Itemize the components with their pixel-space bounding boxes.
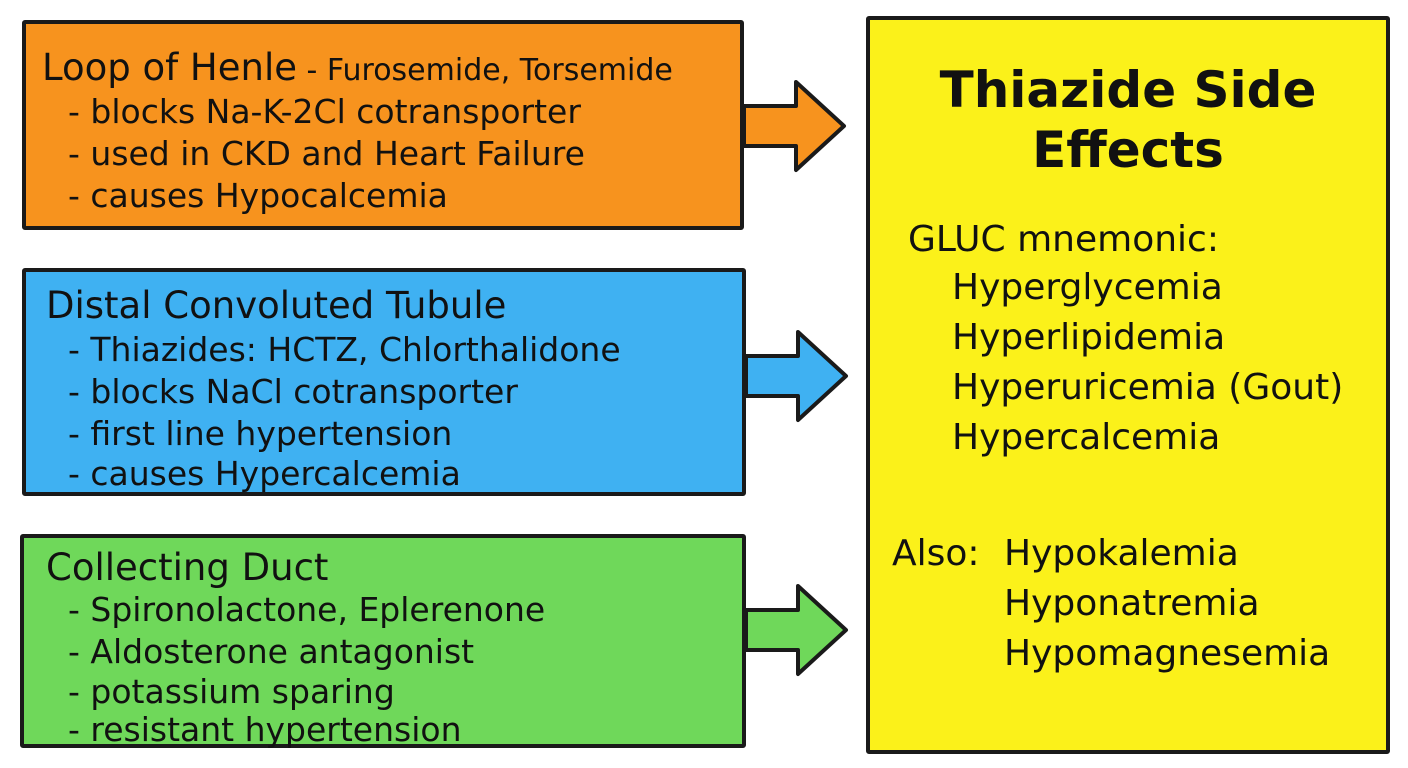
mnemonic-item-1: Hyperglycemia	[952, 267, 1223, 308]
distal-convoluted-tubule-box: Distal Convoluted Tubule - Thiazides: HC…	[22, 268, 746, 496]
cd-title: Collecting Duct	[46, 546, 329, 589]
loop-point-1: - blocks Na-K-2Cl cotransporter	[68, 92, 581, 131]
cd-point-4: - resistant hypertension	[68, 710, 462, 749]
loop-of-henle-box: Loop of Henle - Furosemide, Torsemide - …	[22, 20, 744, 230]
dct-point-3: - first line hypertension	[68, 414, 453, 453]
mnemonic-item-4: Hypercalcemia	[952, 417, 1221, 458]
loop-title: Loop of Henle - Furosemide, Torsemide	[42, 46, 673, 93]
also-item-2: Hyponatremia	[1004, 583, 1260, 624]
thiazide-title-line-1: Thiazide Side	[939, 61, 1317, 119]
loop-title-text: Loop of Henle	[42, 46, 297, 89]
thiazide-title-line-2: Effects	[1032, 121, 1224, 179]
loop-point-2: - used in CKD and Heart Failure	[68, 134, 585, 173]
collecting-duct-box: Collecting Duct - Spironolactone, Eplere…	[20, 534, 746, 749]
cd-arrow-icon	[742, 582, 852, 678]
loop-drugs: - Furosemide, Torsemide	[297, 53, 673, 88]
also-item-1: Hypokalemia	[1004, 533, 1239, 574]
mnemonic-item-2: Hyperlipidemia	[952, 317, 1226, 358]
cd-point-3: - potassium sparing	[68, 672, 395, 711]
dct-point-2: - blocks NaCl cotransporter	[68, 372, 518, 411]
loop-point-3: - causes Hypocalcemia	[68, 176, 448, 215]
cd-point-2: - Aldosterone antagonist	[68, 632, 475, 671]
dct-point-1: - Thiazides: HCTZ, Chlorthalidone	[68, 330, 621, 369]
gluc-mnemonic-label: GLUC mnemonic:	[908, 219, 1219, 260]
mnemonic-item-3: Hyperuricemia (Gout)	[952, 367, 1344, 408]
loop-arrow-icon	[740, 78, 850, 174]
cd-point-1: - Spironolactone, Eplerenone	[68, 590, 546, 629]
dct-title: Distal Convoluted Tubule	[46, 284, 507, 327]
dct-arrow-icon	[742, 328, 852, 424]
also-label: Also:	[892, 533, 980, 574]
also-item-3: Hypomagnesemia	[1004, 633, 1331, 674]
dct-point-4: - causes Hypercalcemia	[68, 454, 461, 493]
thiazide-side-effects-box: Thiazide Side Effects GLUC mnemonic: Hyp…	[866, 16, 1390, 754]
